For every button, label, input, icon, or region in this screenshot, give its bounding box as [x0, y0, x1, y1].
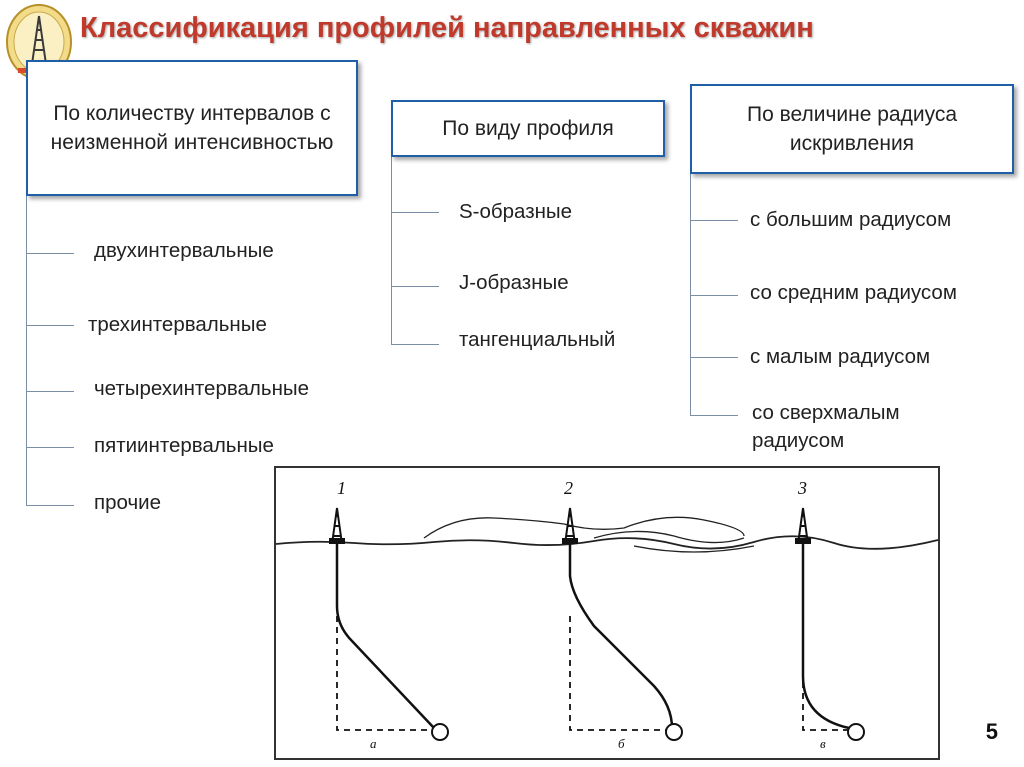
- branch-line: [26, 505, 74, 506]
- ground-surface: [275, 535, 939, 550]
- category-heading-profile-type: По виду профиля: [391, 100, 665, 157]
- category-heading-curvature-radius: По величине радиуса искривления: [690, 84, 1014, 174]
- hill-outline: [423, 516, 745, 539]
- page-title: Классификация профилей направленных сква…: [80, 12, 814, 44]
- column-3-connector: [690, 110, 691, 415]
- well-1-trajectory: [335, 544, 435, 729]
- item-tangential: тангенциальный: [459, 328, 616, 351]
- well-2-projection: [569, 616, 670, 731]
- well-number-3: 3: [797, 478, 807, 498]
- logo-emblem: [4, 2, 74, 84]
- well-3-projection: [802, 616, 850, 731]
- item-s-shaped: S-образные: [459, 200, 573, 223]
- item-three-interval: трехинтервальные: [88, 313, 267, 336]
- branch-line: [391, 286, 439, 287]
- branch-line: [690, 357, 738, 358]
- column-1-connector: [26, 82, 27, 505]
- sublabel-b: б: [618, 736, 625, 751]
- branch-line: [690, 220, 738, 221]
- branch-line: [391, 344, 439, 345]
- item-medium-radius: со средним радиусом: [750, 281, 957, 304]
- well-3-target: [847, 723, 865, 741]
- page-number: 5: [985, 719, 998, 744]
- item-four-interval: четырехинтервальные: [94, 377, 310, 400]
- well-2-target: [665, 723, 683, 741]
- sublabel-v: в: [820, 736, 826, 751]
- figure-frame: [274, 466, 940, 760]
- well-profiles-figure: 1 а 2 б 3 в: [274, 466, 940, 760]
- branch-line: [26, 447, 74, 448]
- well-1-projection: [336, 616, 434, 731]
- item-large-radius: с большим радиусом: [750, 208, 952, 231]
- item-two-interval: двухинтервальные: [94, 239, 274, 262]
- well-1-target: [431, 723, 449, 741]
- well-3-trajectory: [801, 544, 850, 730]
- item-small-radius: с малым радиусом: [750, 345, 931, 368]
- sublabel-a: а: [370, 736, 377, 751]
- branch-line: [26, 325, 74, 326]
- well-1-rig-icon: [329, 507, 345, 545]
- drilling-rig-emblem-icon: [6, 4, 72, 80]
- hill-outline: [593, 530, 745, 544]
- branch-line: [391, 212, 439, 213]
- item-ultra-small-radius: со сверхмалым радиусом: [752, 401, 900, 452]
- well-2-trajectory: [568, 544, 674, 729]
- item-other: прочие: [94, 491, 161, 514]
- branch-line: [690, 415, 738, 416]
- well-number-2: 2: [564, 478, 573, 498]
- hill-outline: [633, 545, 755, 553]
- well-3-rig-icon: [795, 507, 811, 545]
- branch-line: [690, 295, 738, 296]
- well-2-rig-icon: [562, 507, 578, 545]
- item-j-shaped: J-образные: [459, 271, 569, 294]
- branch-line: [26, 391, 74, 392]
- well-number-1: 1: [337, 478, 346, 498]
- branch-line: [26, 253, 74, 254]
- column-2-connector: [391, 120, 392, 344]
- item-five-interval: пятиинтервальные: [94, 434, 274, 457]
- category-heading-interval-count: По количеству интервалов с неизменной ин…: [26, 60, 358, 196]
